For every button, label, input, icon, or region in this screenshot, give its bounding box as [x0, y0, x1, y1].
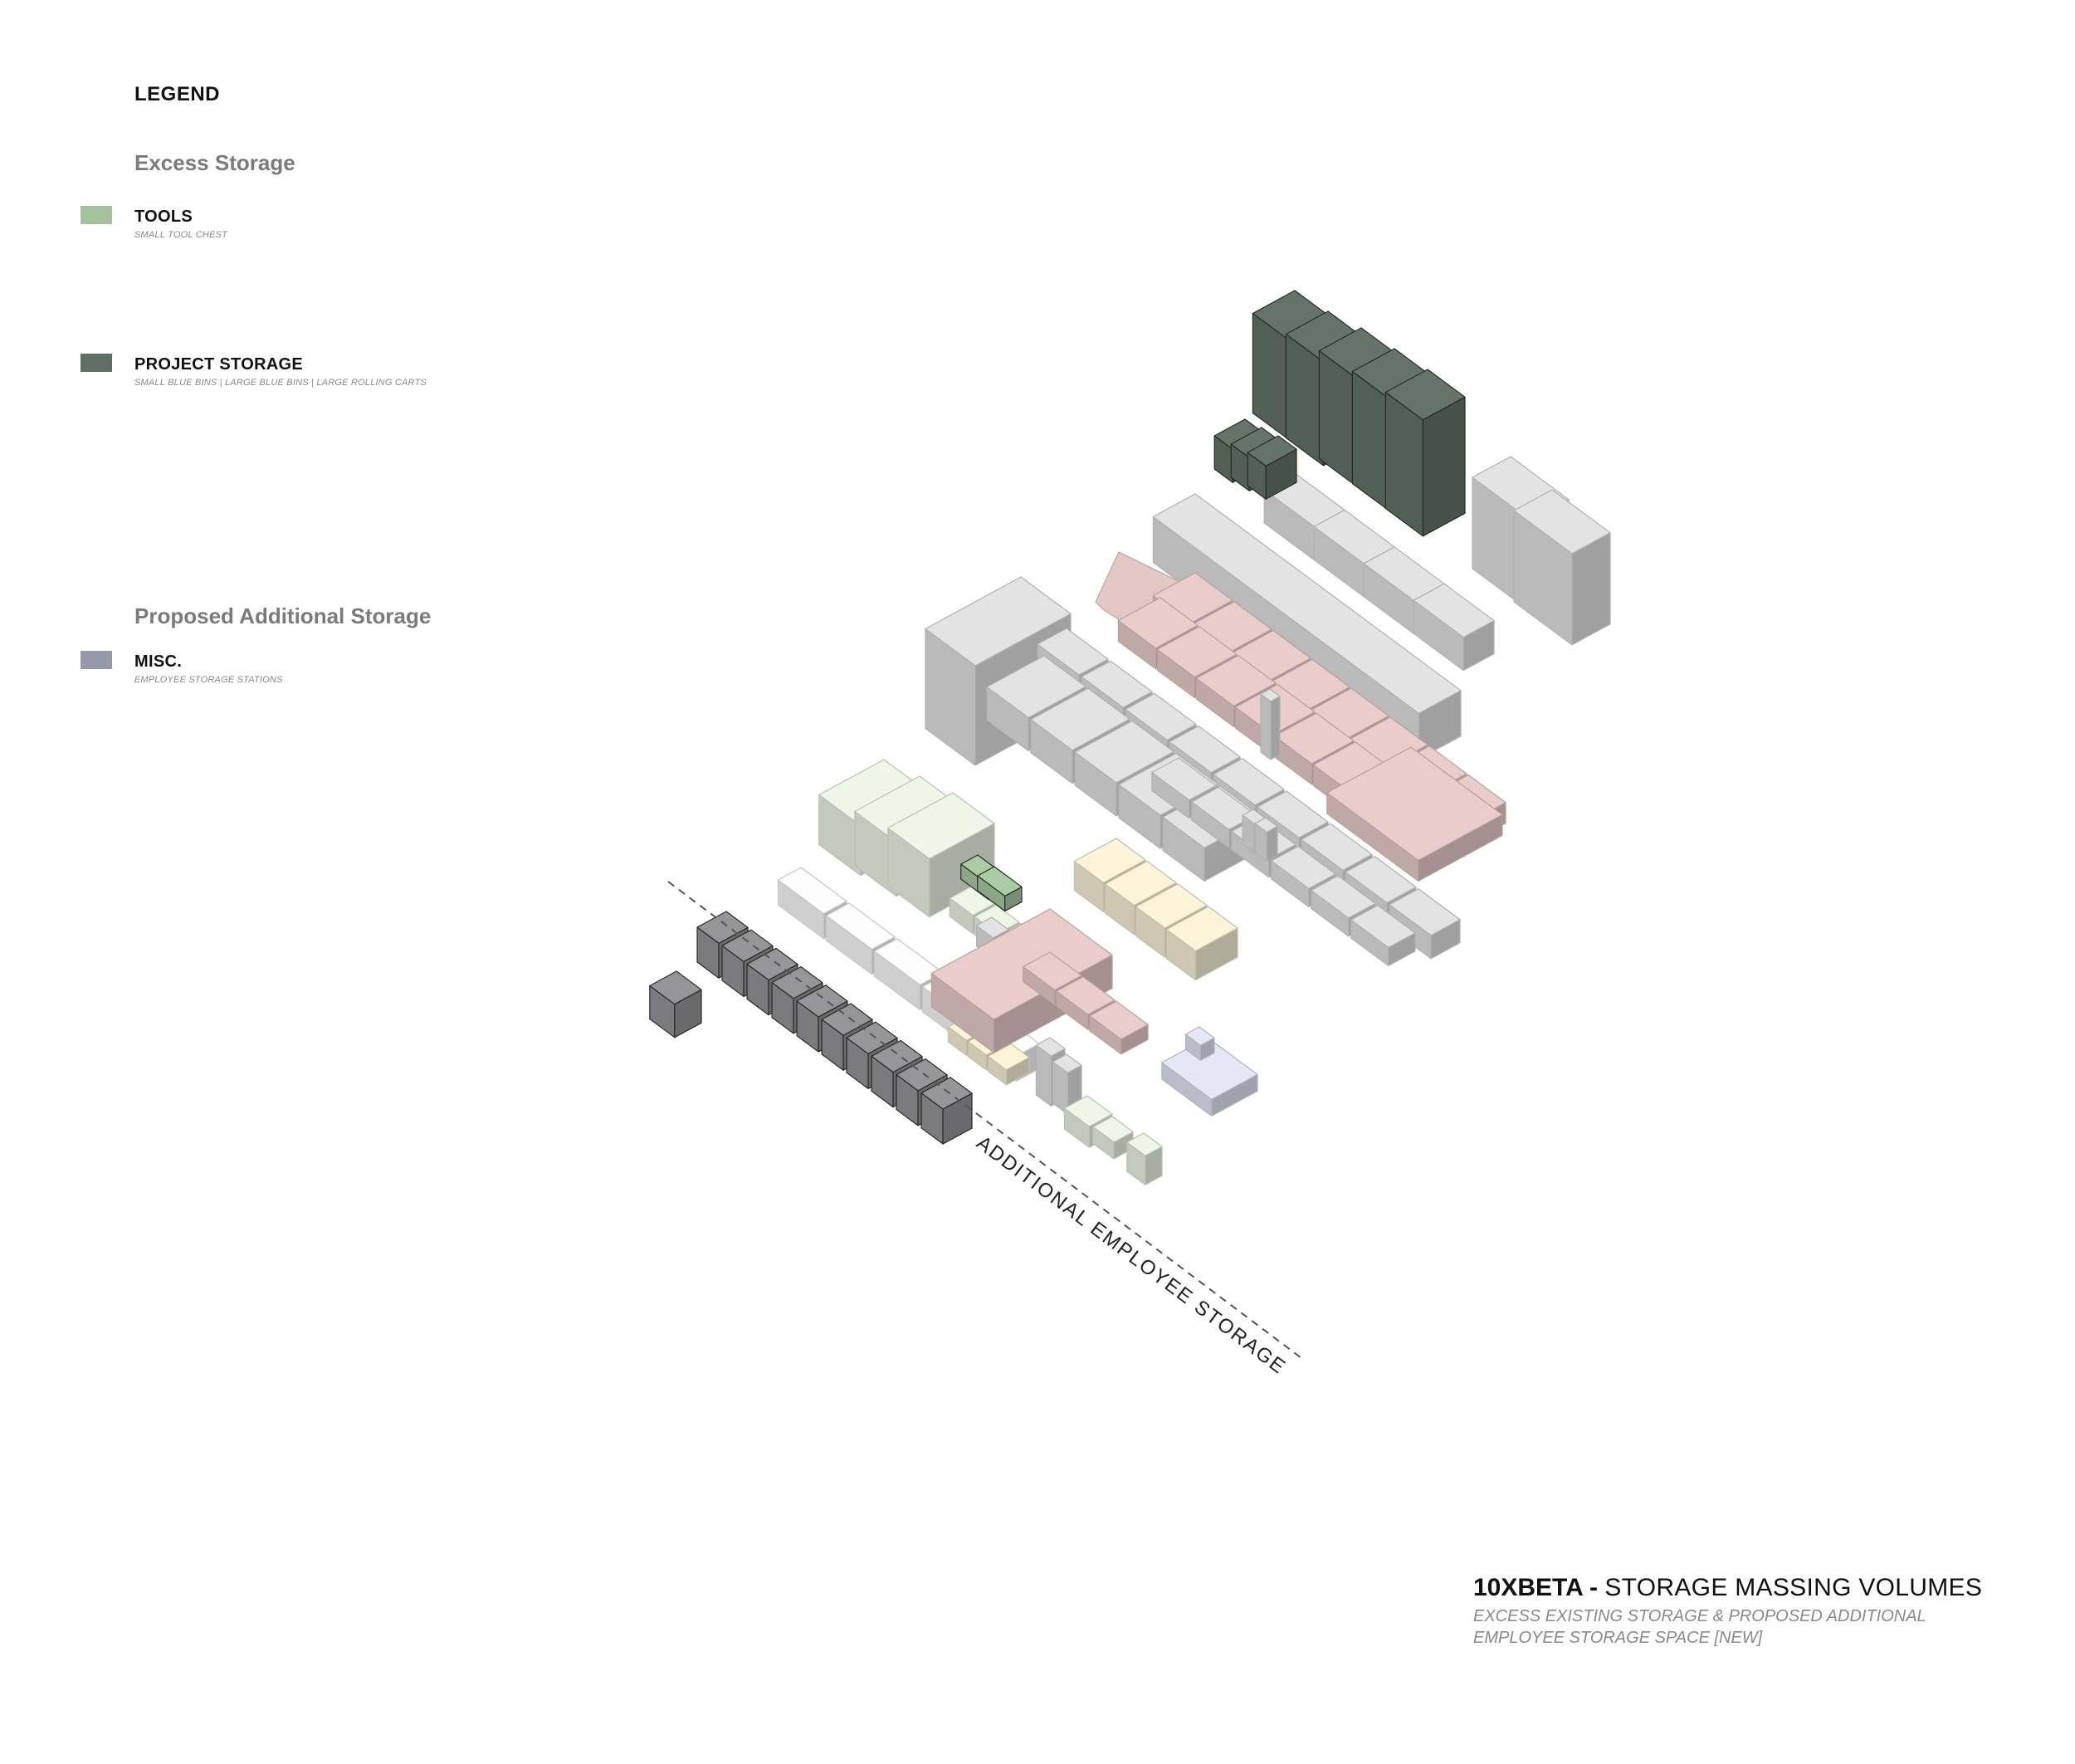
title-block-subtitle-line1: EXCESS EXISTING STORAGE & PROPOSED ADDIT…: [1473, 1607, 1926, 1625]
green-faded-c-face-top: [887, 792, 995, 860]
grey-shelf-top-row-8-face-top: [1389, 888, 1461, 936]
project-storage-4-face-right: [1422, 396, 1466, 537]
yellow-upper-row-0-face-top: [1073, 838, 1146, 884]
misc-swatch: [81, 651, 112, 669]
yellow-upper-row-3-face-top: [1165, 906, 1238, 952]
grey-shelf-mid-row-2-face-top: [1074, 720, 1174, 784]
red-lower-bins-1-face-top: [1056, 975, 1116, 1015]
grey-shelf-top-row-4-face-top: [1213, 758, 1285, 806]
tools-swatch: [81, 206, 112, 224]
project-storage-swatch: [81, 354, 112, 372]
red-bins-row-b-0-face-top: [1117, 597, 1199, 649]
misc-employee-storage-6-face-top: [846, 1021, 898, 1055]
red-lower-base-face-top: [930, 908, 1113, 1020]
grey-shelf-top-row-5-face-top: [1257, 790, 1329, 838]
legend-item-tools-label: TOOLS: [134, 208, 193, 226]
red-bins-row-b-1-face-top: [1156, 626, 1238, 678]
legend-item-project-storage-sublabel: SMALL BLUE BINS | LARGE BLUE BINS | LARG…: [134, 378, 427, 388]
title-block-title: STORAGE MASSING VOLUMES: [1604, 1574, 1983, 1601]
legend-item-project-storage-label: PROJECT STORAGE: [134, 355, 304, 374]
misc-employee-storage-5-face-top: [821, 1003, 873, 1036]
grey-tiny-block-face-top: [975, 916, 1009, 939]
red-bins-row-b-4-face-top: [1273, 712, 1355, 765]
grey-cylinder-b-face-top: [1254, 817, 1278, 833]
white-storage-row-1-face-top: [825, 902, 896, 950]
grey-post-face-top: [1260, 688, 1281, 702]
grey-post-face-right: [1270, 696, 1281, 760]
project-storage-small-2-face-top: [1247, 435, 1297, 467]
grey-shelf-top-row-3-face-top: [1169, 726, 1241, 774]
upper-grey-tall-b-face-top: [1513, 489, 1611, 555]
red-lower-bins-2-face-top: [1089, 1000, 1149, 1040]
title-block-heading: 10XBETA - STORAGE MASSING VOLUMES: [1473, 1574, 1982, 1602]
misc-employee-storage-9-face-top: [920, 1077, 973, 1110]
misc-employee-storage-3-face-top: [771, 965, 823, 999]
title-block: 10XBETA - STORAGE MASSING VOLUMES EXCESS…: [1473, 1574, 1982, 1649]
red-bins-lower-block-face-top: [1326, 746, 1503, 862]
grey-shelf-top-row-0-face-top: [1037, 628, 1109, 676]
title-block-brand: 10XBETA -: [1473, 1574, 1599, 1601]
grey-shelf-top-row-7-face-top: [1345, 855, 1417, 904]
misc-employee-storage-7-face-top: [871, 1039, 923, 1073]
yellow-upper-row-2-face-top: [1135, 883, 1208, 929]
grey-lower-tall-a-face-top: [1035, 1037, 1066, 1057]
grey-post-face-left: [1260, 693, 1272, 760]
grey-shelf-top-row-1-face-top: [1081, 660, 1153, 708]
green-lower-c-face-top: [1126, 1132, 1163, 1156]
grey-cylinder-a-face-top: [1242, 809, 1266, 824]
title-block-subtitle: EXCESS EXISTING STORAGE & PROPOSED ADDIT…: [1473, 1605, 1971, 1649]
blue-small-grid-face-top: [1161, 1037, 1258, 1101]
project-storage-4-face-top: [1384, 369, 1466, 421]
legend-section-excess-storage: Excess Storage: [134, 150, 295, 175]
red-lower-bins-0-face-top: [1023, 951, 1082, 991]
red-bins-row-b-2-face-top: [1195, 654, 1277, 706]
white-storage-row-0-face-top: [777, 867, 847, 915]
upper-grey-small-3-face-top: [1413, 583, 1495, 638]
grey-shelf-top-row-6-face-top: [1301, 823, 1373, 871]
misc-employee-storage-4-face-top: [796, 985, 848, 1018]
misc-end-block-face-top: [649, 970, 702, 1005]
grey-shelf-low-row-5-face-top: [1350, 904, 1416, 949]
yellow-upper-row-1-face-top: [1104, 860, 1177, 906]
grey-shelf-low-row-4-face-top: [1311, 875, 1376, 919]
title-block-subtitle-line2: EMPLOYEE STORAGE SPACE [NEW]: [1473, 1629, 1763, 1647]
misc-employee-storage-0-face-top: [696, 911, 749, 944]
grey-shelf-low-row-1-face-top: [1191, 786, 1257, 830]
grey-shelf-low-row-0-face-top: [1151, 757, 1217, 801]
grey-shelf-top-row-2-face-top: [1125, 692, 1197, 741]
grey-shelf-mid-row-1-face-top: [1030, 687, 1130, 751]
grey-shelf-low-row-3-face-top: [1271, 845, 1336, 889]
green-lower-a-face-top: [1063, 1095, 1113, 1127]
legend-item-tools-sublabel: SMALL TOOL CHEST: [134, 230, 228, 240]
misc-employee-storage-1-face-top: [721, 929, 774, 963]
blue-small-cyl-face-top: [1184, 1026, 1215, 1046]
misc-employee-storage-8-face-top: [896, 1058, 948, 1092]
legend-title: LEGEND: [134, 83, 221, 105]
grey-lower-tall-b-face-top: [1052, 1053, 1082, 1073]
misc-employee-storage-2-face-top: [746, 947, 798, 981]
legend-item-misc-sublabel: EMPLOYEE STORAGE STATIONS: [134, 675, 283, 685]
tools-chest-1-face-top: [977, 866, 1023, 897]
grey-shelf-large-face-top: [925, 576, 1072, 667]
grey-shelf-mid-row-0-face-top: [986, 655, 1086, 719]
legend-section-proposed-storage: Proposed Additional Storage: [134, 603, 432, 628]
yellow-lower-row-2-face-top: [987, 1043, 1030, 1071]
legend-item-misc-label: MISC.: [134, 652, 183, 671]
upper-grey-base-face-top: [1152, 493, 1462, 714]
massing-blocks: [649, 290, 1611, 1185]
white-storage-row-2-face-top: [873, 938, 944, 986]
green-lower-b-face-top: [1092, 1116, 1134, 1143]
